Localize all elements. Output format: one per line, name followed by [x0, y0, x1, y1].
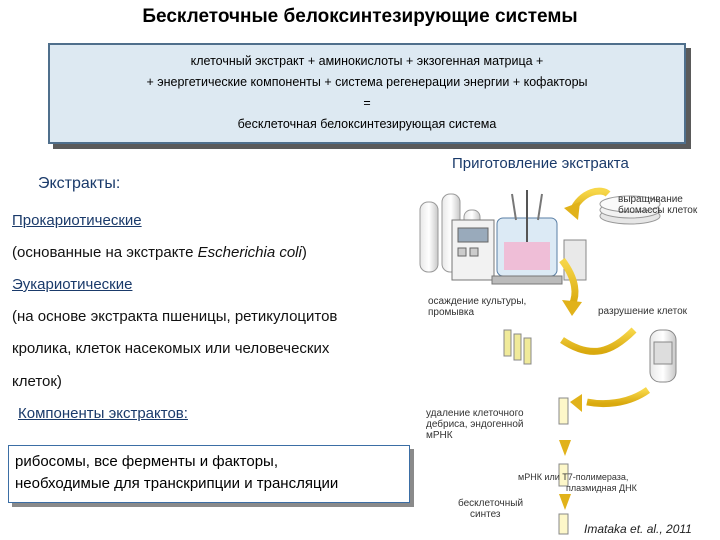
- formula-line-2: + энергетические компоненты + система ре…: [146, 75, 588, 89]
- eukaryotic-heading: Эукариотические: [12, 276, 133, 293]
- step-pellet-wash: осаждение культуры,промывка: [428, 296, 527, 318]
- sample-tube-icon: [558, 463, 569, 487]
- down-arrow-icon: [559, 440, 571, 456]
- step-cell-disruption: разрушение клеток: [598, 306, 688, 317]
- centrifuge-tubes-icon: [503, 329, 532, 365]
- extracts-heading: Экстракты:: [38, 175, 121, 192]
- sample-tube-icon: [558, 397, 569, 425]
- bioreactor-icon: [451, 190, 587, 285]
- formula-line-1: клеточный экстракт + аминокислоты + экзо…: [190, 54, 544, 68]
- species-name: Escherichia coli: [197, 244, 302, 261]
- page-title: Бесклеточные белоксинтезирующие системы: [142, 6, 578, 27]
- formula-result: бесклеточная белоксинтезирующая система: [237, 117, 497, 131]
- components-line-1: рибосомы, все ферменты и факторы,: [15, 453, 278, 470]
- down-arrow-icon: [559, 494, 571, 510]
- step-add-template: мРНК или Т7-полимераза,плазмидная ДНК: [518, 472, 637, 493]
- eukaryotic-desc-line-3: клеток): [12, 373, 62, 390]
- diagram-heading: Приготовление экстракта: [452, 155, 629, 172]
- components-line-2: необходимые для транскрипции и трансляци…: [15, 475, 339, 492]
- formula-box: клеточный экстракт + аминокислоты + экзо…: [48, 43, 686, 144]
- citation: Imataka et. al., 2011: [584, 522, 692, 536]
- arrow-icon: [560, 327, 637, 355]
- petri-dishes-icon: [599, 195, 661, 225]
- arrow-icon: [586, 387, 651, 408]
- prokaryotic-description: (основанные на экстракте Escherichia col…: [12, 244, 307, 261]
- cell-disruptor-icon: [649, 329, 677, 383]
- components-box: рибосомы, все ферменты и факторы, необхо…: [8, 445, 410, 503]
- sample-tube-icon: [558, 513, 569, 535]
- eukaryotic-desc-line-1: (на основе экстракта пшеницы, ретикулоци…: [12, 308, 338, 325]
- prokaryotic-heading: Прокариотические: [12, 212, 142, 229]
- extract-preparation-diagram: [419, 187, 677, 535]
- formula-equals: =: [363, 96, 371, 110]
- components-heading: Компоненты экстрактов:: [18, 405, 188, 422]
- eukaryotic-desc-line-2: кролика, клеток насекомых или человеческ…: [12, 340, 330, 357]
